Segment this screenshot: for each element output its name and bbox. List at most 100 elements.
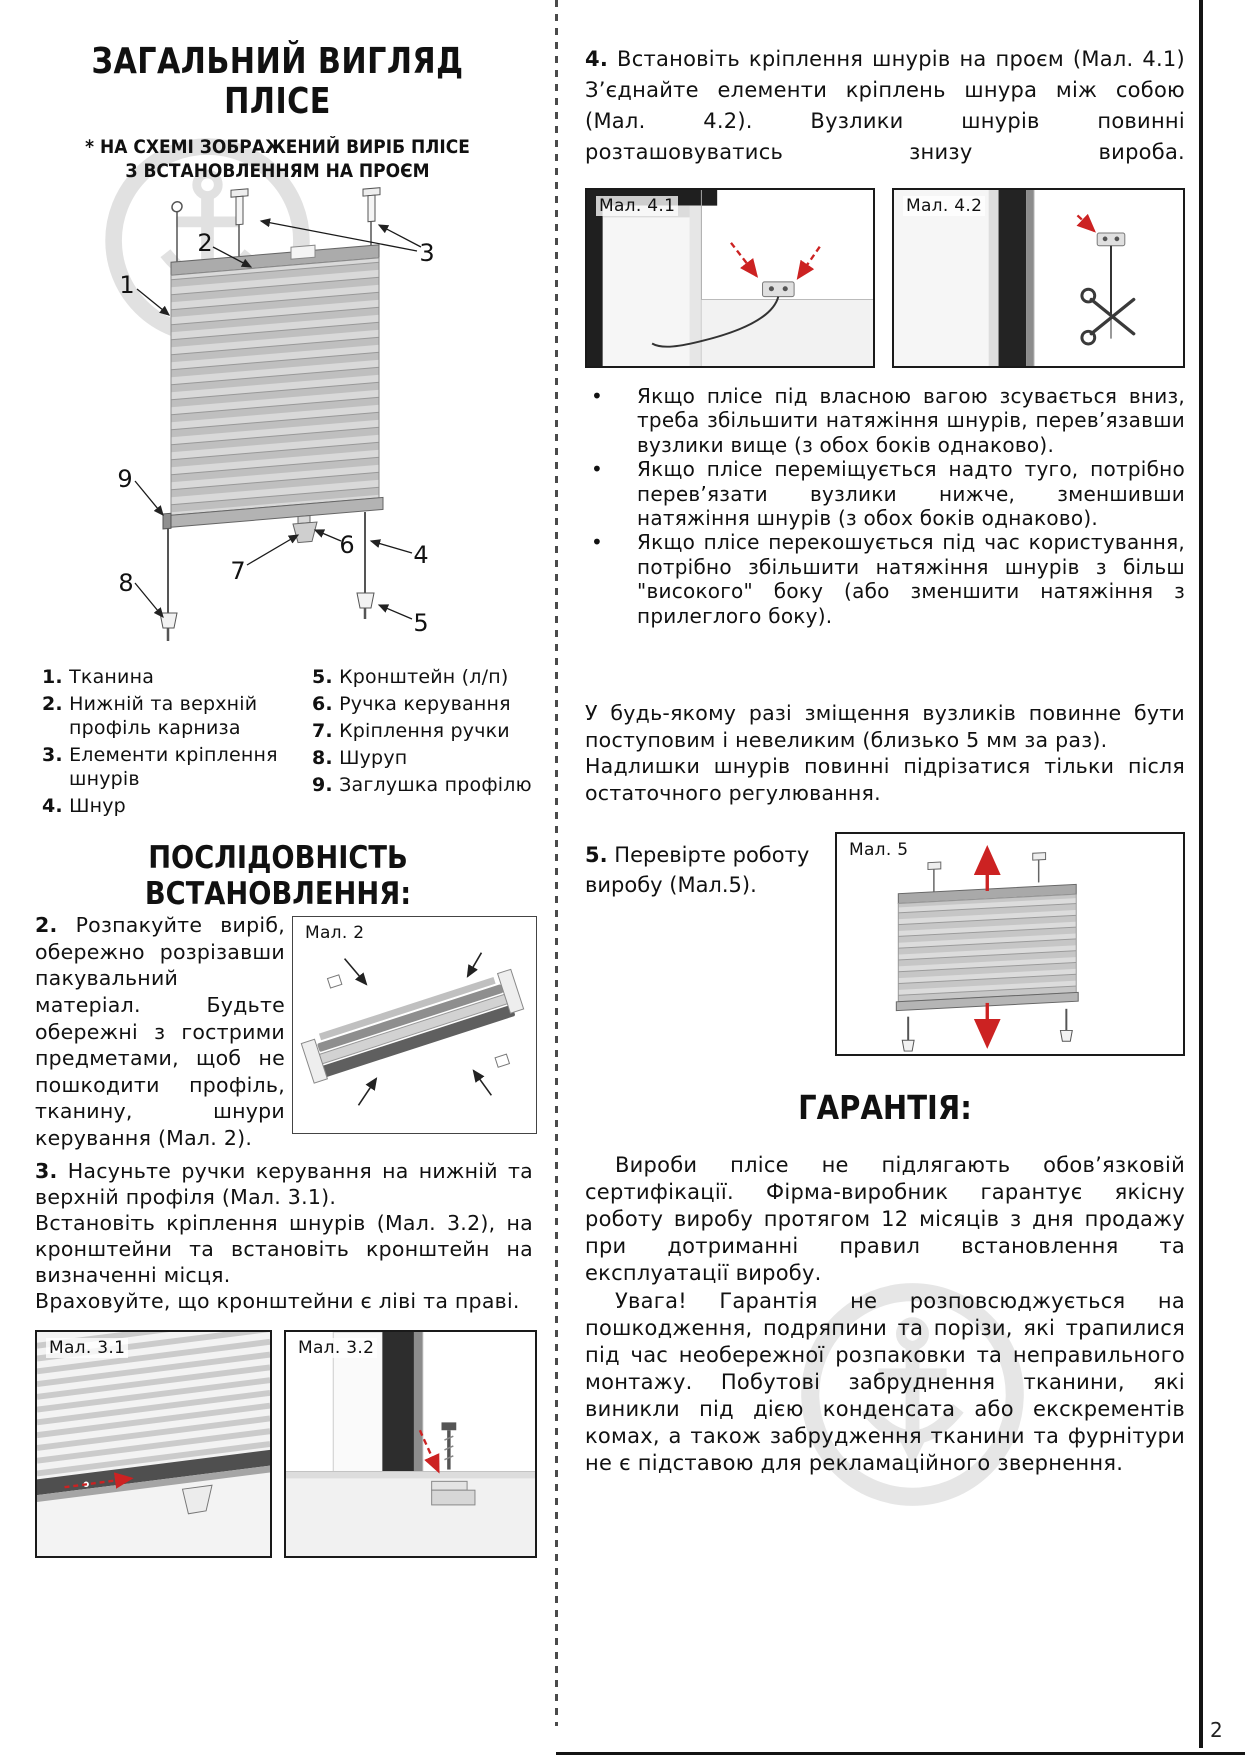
- bullet-dot: •: [591, 384, 603, 408]
- legend-text: Шуруп: [339, 746, 408, 769]
- callout-8: 8: [118, 569, 133, 597]
- figure-4-1-label: Мал. 4.1: [596, 196, 679, 216]
- step-4-number: 4.: [585, 47, 609, 71]
- page-bottom-rule: [556, 1752, 1245, 1755]
- figure-2: Мал. 2: [292, 916, 537, 1134]
- legend-num: 1.: [42, 666, 63, 688]
- callout-9: 9: [117, 465, 132, 493]
- figure-5-label: Мал. 5: [846, 840, 912, 860]
- page-title-line2: ПЛІСЕ: [224, 80, 331, 122]
- legend-num: 8.: [312, 746, 333, 769]
- legend-column-right: 5. Кронштейн (л/п) 6. Ручка керування 7.…: [312, 666, 540, 801]
- figure-4-2-diagram: [894, 190, 1183, 366]
- step-5-number: 5.: [585, 843, 608, 867]
- page-title: ЗАГАЛЬНИЙ ВИГЛЯД ПЛІСЕ: [70, 42, 486, 121]
- page-subtitle: * НА СХЕМІ ЗОБРАЖЕНИЙ ВИРІБ ПЛІСЕ З ВСТА…: [50, 136, 505, 184]
- note-1: У будь-якому разі зміщення вузликів пови…: [585, 701, 1185, 752]
- callout-4: 4: [413, 541, 428, 569]
- legend-num: 6.: [312, 692, 333, 715]
- adjustment-notes: У будь-якому разі зміщення вузликів пови…: [585, 700, 1185, 807]
- figure-4-1: Мал. 4.1: [585, 188, 875, 368]
- page-title-line1: ЗАГАЛЬНИЙ ВИГЛЯД: [91, 41, 464, 82]
- legend-num: 2.: [42, 692, 63, 715]
- legend-item-4: 4. Шнур: [42, 795, 280, 819]
- step-3-number: 3.: [35, 1159, 58, 1183]
- list-item: • Якщо плісе переміщується надто туго, п…: [585, 457, 1185, 530]
- figure-4-2: Мал. 4.2: [892, 188, 1185, 368]
- legend-num: 7.: [312, 719, 333, 742]
- legend-text: Кріплення ручки: [339, 719, 510, 742]
- section-heading-installation-sequence: ПОСЛІДОВНІСТЬ ВСТАНОВЛЕННЯ:: [144, 840, 412, 912]
- page-subtitle-line2: З ВСТАНОВЛЕННЯМ НА ПРОЄМ: [125, 161, 430, 183]
- legend-text: Заглушка профілю: [339, 773, 532, 796]
- note-2: Надлишки шнурів повинні підрізатися тіль…: [585, 754, 1185, 805]
- figure-2-label: Мал. 2: [302, 923, 368, 943]
- legend-column-left: 1. Тканина 2. Нижній та верхній профіль …: [42, 666, 280, 822]
- step-2-text: Розпакуйте виріб, обережно розрізавши па…: [35, 913, 285, 1151]
- legend-text: Нижній та верхній профіль карниза: [69, 692, 258, 739]
- legend-num: 4.: [42, 794, 63, 817]
- figure-5-diagram: [895, 845, 1079, 1052]
- legend-text: Шнур: [69, 794, 126, 817]
- step-3-line-2: Встановіть кріплення шнурів (Мал. 3.2), …: [35, 1211, 533, 1288]
- figure-3-2-label: Мал. 3.2: [295, 1338, 378, 1358]
- bullet-dot: •: [591, 457, 603, 482]
- legend-text: Елементи кріплення шнурів: [69, 743, 278, 790]
- legend-num: 5.: [312, 666, 333, 688]
- legend-item-8: 8. Шуруп: [312, 747, 540, 771]
- legend-item-7: 7. Кріплення ручки: [312, 720, 540, 744]
- callout-1: 1: [119, 271, 134, 299]
- legend-item-6: 6. Ручка керування: [312, 693, 540, 717]
- adjustment-bullet-list: • Якщо плісе під власною вагою зсуваєтьс…: [585, 384, 1185, 628]
- step-3-text-1: Насуньте ручки керування на нижній та ве…: [35, 1159, 533, 1210]
- step-3-line-1: 3. Насуньте ручки керування на нижній та…: [35, 1158, 533, 1210]
- figure-4-1-diagram: [587, 190, 873, 366]
- list-item: • Якщо плісе під власною вагою зсуваєтьс…: [585, 384, 1185, 457]
- legend-text: Тканина: [69, 666, 155, 688]
- bullet-text-3: Якщо плісе перекошується під час користу…: [637, 530, 1185, 628]
- figure-5: Мал. 5: [835, 832, 1185, 1056]
- figure-3-2: Мал. 3.2: [284, 1330, 537, 1558]
- legend-num: 3.: [42, 743, 63, 766]
- pleated-blind-overview-diagram: 1 2 3 4 5 6 7 8 9: [55, 185, 525, 665]
- step-5-text: Перевірте роботу виробу (Мал.5).: [585, 843, 810, 898]
- step-3-paragraph: 3. Насуньте ручки керування на нижній та…: [35, 1158, 533, 1314]
- step-5-paragraph: 5. Перевірте роботу виробу (Мал.5).: [585, 840, 820, 901]
- scissors-icon: [1080, 287, 1136, 346]
- legend-num: 9.: [312, 773, 333, 796]
- page-number: 2: [1210, 1718, 1223, 1742]
- bullet-text-2: Якщо плісе переміщується надто туго, пот…: [637, 457, 1185, 530]
- callout-7: 7: [230, 557, 245, 585]
- page-edge-rule: [1199, 0, 1203, 1748]
- step-4-text: Встановіть кріплення шнурів на проєм (Ма…: [585, 47, 1185, 164]
- figure-3-1-label: Мал. 3.1: [46, 1338, 129, 1358]
- step-2-paragraph: 2. Розпакуйте виріб, обережно розрізавши…: [35, 912, 285, 1152]
- figure-3-2-diagram: [286, 1332, 535, 1556]
- legend-item-2: 2. Нижній та верхній профіль карниза: [42, 693, 280, 741]
- section-heading-warranty: ГАРАНТІЯ:: [798, 1088, 972, 1127]
- bullet-text-1: Якщо плісе під власною вагою зсувається …: [637, 384, 1185, 457]
- figure-2-diagram: [300, 952, 525, 1106]
- callout-5: 5: [413, 609, 428, 637]
- blind-diagram-svg: 1 2 3 4 5 6 7 8 9: [117, 187, 435, 641]
- legend-item-9: 9. Заглушка профілю: [312, 774, 540, 798]
- column-divider: [555, 0, 558, 1726]
- page-subtitle-line1: * НА СХЕМІ ЗОБРАЖЕНИЙ ВИРІБ ПЛІСЕ: [85, 137, 470, 158]
- callout-2: 2: [197, 229, 212, 257]
- legend-item-1: 1. Тканина: [42, 666, 280, 690]
- figure-3-1: Мал. 3.1: [35, 1330, 272, 1558]
- figure-4-2-label: Мал. 4.2: [903, 196, 986, 216]
- warranty-paragraph-1: Вироби плісе не підлягають обов’язковій …: [585, 1153, 1185, 1286]
- legend-item-3: 3. Елементи кріплення шнурів: [42, 744, 280, 792]
- legend-item-5: 5. Кронштейн (л/п): [312, 666, 540, 690]
- step-4-paragraph: 4. Встановіть кріплення шнурів на проєм …: [585, 44, 1185, 167]
- legend-text: Кронштейн (л/п): [339, 666, 509, 688]
- list-item: • Якщо плісе перекошується під час корис…: [585, 530, 1185, 628]
- bullet-dot: •: [591, 530, 603, 555]
- figure-3-1-diagram: [37, 1332, 270, 1556]
- callout-3: 3: [419, 239, 434, 267]
- step-2-number: 2.: [35, 913, 58, 937]
- step-3-line-3: Враховуйте, що кронштейни є ліві та прав…: [35, 1289, 520, 1314]
- callout-6: 6: [339, 531, 354, 559]
